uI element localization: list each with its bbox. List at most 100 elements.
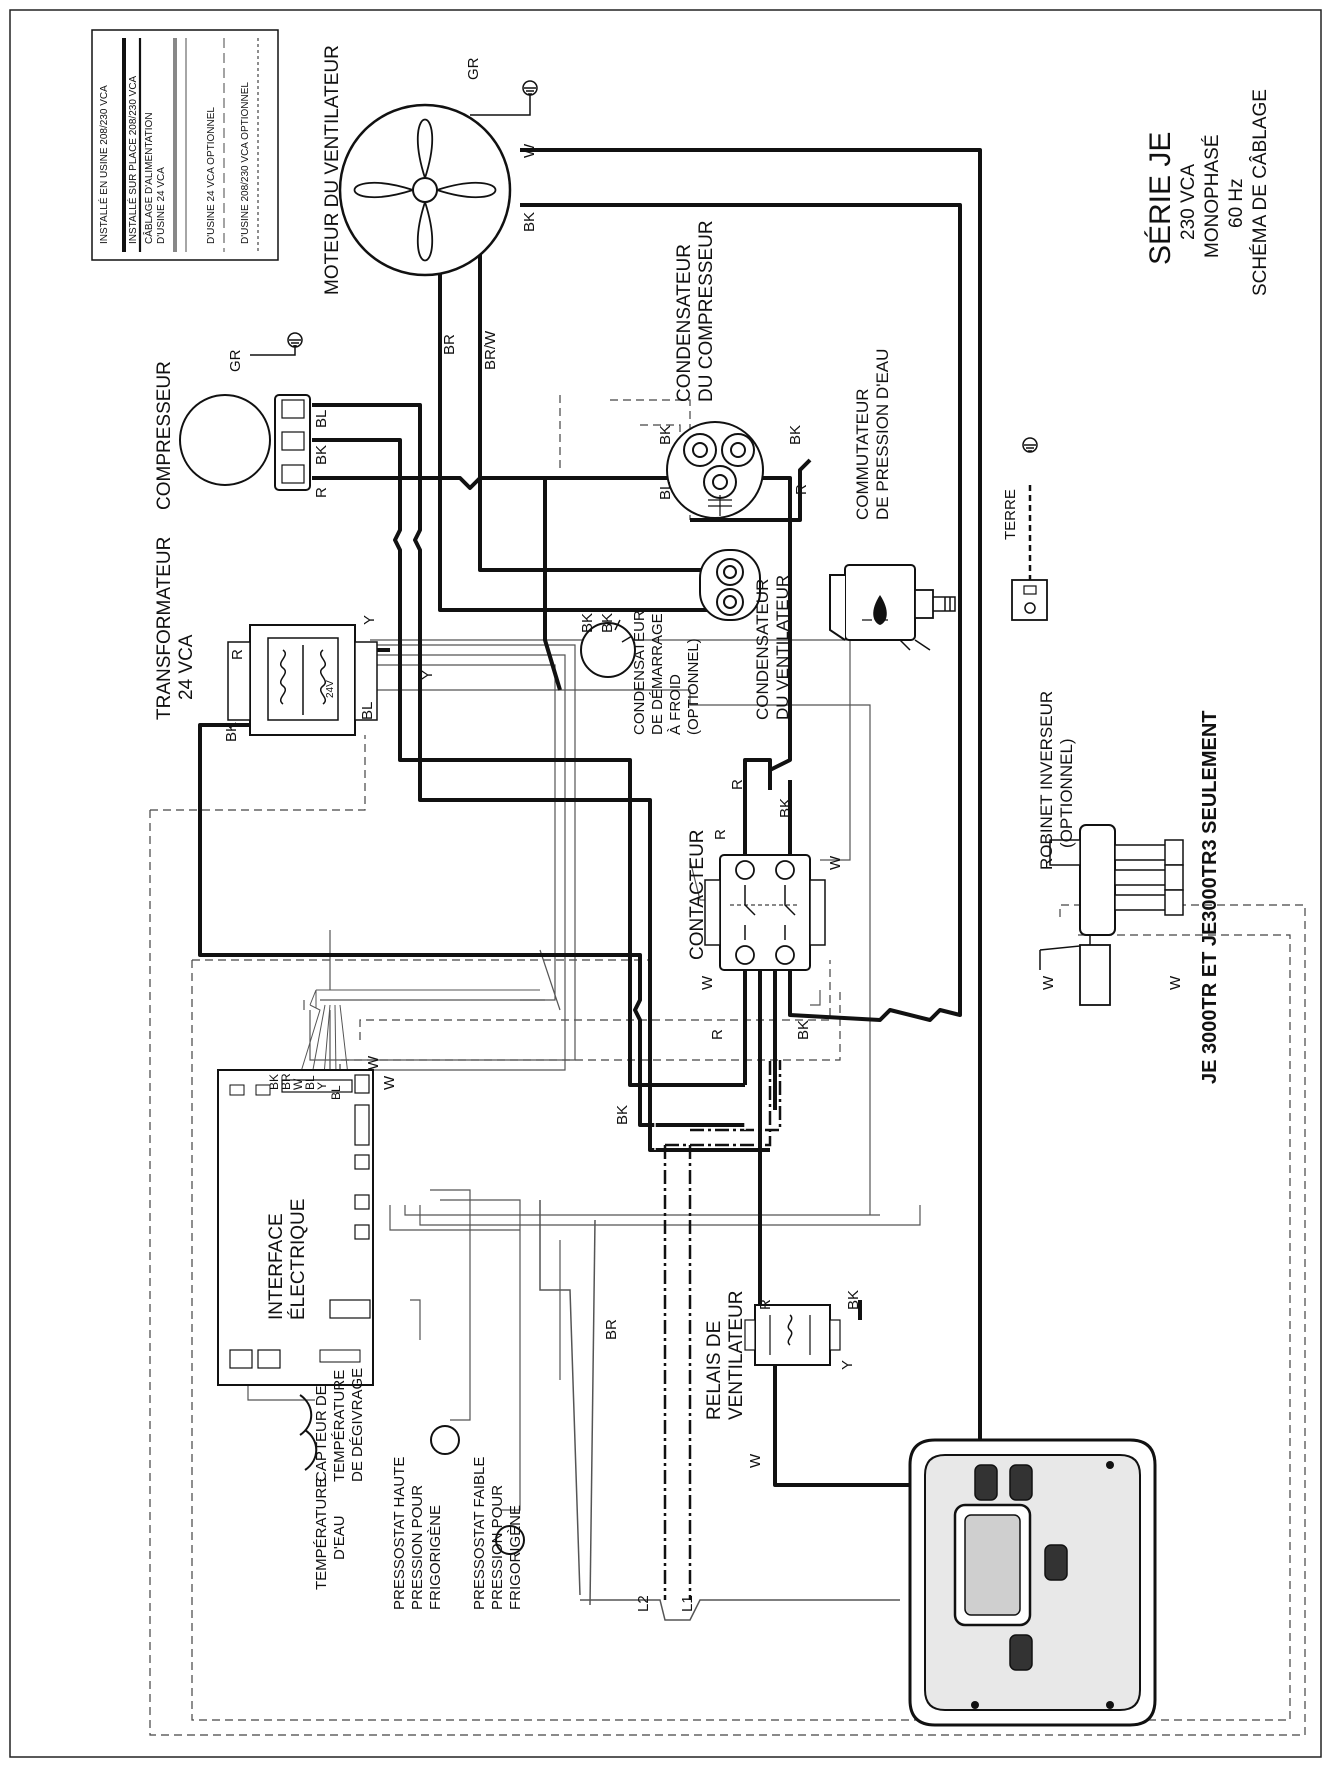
title-frequency: 60 Hz — [1226, 178, 1247, 228]
wire-bl-trans: BL — [359, 702, 376, 720]
wire-l1: L1 — [679, 1595, 696, 1612]
label-lp-switch-1: PRESSOSTAT FAIBLE — [471, 1457, 488, 1610]
fan-motor — [338, 103, 512, 277]
wire-bk-contactor: BK — [777, 798, 794, 818]
title-block: SÉRIE JE 230 VCA MONOPHASÉ 60 Hz SCHÉMA … — [1144, 89, 1271, 296]
legend-optional-24: D'USINE 24 VCA OPTIONNEL — [206, 107, 217, 244]
wire-w-valve: W — [1040, 975, 1057, 990]
label-defrost-1: CAPTEUR DE — [313, 1385, 330, 1482]
transformer-24v-mark: 24V — [325, 680, 336, 698]
interface-harness — [299, 989, 540, 1076]
wire-l2: L2 — [635, 1595, 652, 1612]
wire-gr-fan: GR — [465, 57, 482, 80]
water-pressure-switch — [829, 564, 956, 651]
wire-br-fan: BR — [441, 334, 458, 355]
wire-w-board-2: W — [381, 1075, 398, 1090]
wire-bk-cold-2: BK — [599, 613, 616, 633]
title-voltage: 230 VCA — [1178, 164, 1199, 240]
label-lp-switch-3: FRIGORIGÈNE — [507, 1505, 524, 1610]
wire-y-mid: Y — [419, 670, 436, 680]
wire-labels: GR W BK BR BR/W GR BL BK R BK BL BK R BK… — [223, 57, 1184, 1612]
legend-box: INSTALLÉ EN USINE 208/230 VCA INSTALLÉ S… — [91, 29, 279, 261]
ground-symbols — [250, 80, 1038, 580]
wire-bk-comp: BK — [313, 445, 330, 465]
page-border — [9, 9, 1322, 1758]
label-comp-capacitor-1: CONDENSATEUR — [674, 244, 695, 402]
cold-start-capacitor — [580, 619, 636, 678]
wire-bk-board: BK — [267, 1074, 281, 1090]
double-wire-highlights — [654, 1090, 746, 1150]
label-cold-start-2: DE DÉMARRAGE — [649, 613, 666, 735]
label-reversing-valve-1: ROBINET INVERSEUR — [1037, 691, 1056, 870]
label-cold-start-3: À FROID — [667, 674, 684, 735]
wire-y-trans: Y — [361, 615, 378, 625]
label-water-temp-2: D'EAU — [331, 1515, 348, 1560]
label-hp-switch-1: PRESSOSTAT HAUTE — [391, 1457, 408, 1610]
legend-supply-2: D'USINE 24 VCA — [156, 167, 167, 244]
sensors — [299, 1394, 525, 1555]
wire-r-comp: R — [313, 487, 330, 498]
wire-w-valve-2: W — [1167, 975, 1184, 990]
wire-w-relay: W — [747, 1453, 764, 1468]
fan-capacitor — [699, 549, 761, 621]
wire-brw-fan: BR/W — [482, 330, 499, 370]
title-series: SÉRIE JE — [1144, 132, 1177, 265]
transformer: 24V — [227, 624, 378, 736]
label-comp-capacitor-2: DU COMPRESSEUR — [696, 220, 717, 402]
wire-r-contactor-3: R — [709, 1029, 726, 1040]
wire-bk-contactor-2: BK — [795, 1020, 812, 1040]
control-panel — [908, 1438, 1157, 1727]
wire-bl-board: BL — [303, 1075, 317, 1090]
wire-r-trans: R — [229, 649, 246, 660]
legend-supply-1: CÂBLAGE D'ALIMENTATION — [142, 112, 155, 244]
wire-w-board-3: W — [291, 1078, 305, 1090]
ground-lug — [1011, 579, 1048, 621]
wire-bk-relay: BK — [845, 1290, 862, 1310]
wire-y-board: Y — [315, 1082, 329, 1090]
label-cold-start-4: (OPTIONNEL) — [685, 638, 702, 735]
wire-bk-cold-1: BK — [579, 613, 596, 633]
reversing-valve — [1039, 824, 1184, 1006]
wire-br-mid: BR — [603, 1319, 620, 1340]
label-compressor: COMPRESSEUR — [154, 361, 175, 510]
label-water-switch-1: COMMUTATEUR — [853, 388, 872, 520]
wire-bl-comp: BL — [313, 410, 330, 428]
label-interface-2: ÉLECTRIQUE — [288, 1199, 309, 1320]
title-diagram-name: SCHÉMA DE CÂBLAGE — [1249, 89, 1271, 296]
label-hp-switch-2: PRESSION POUR — [409, 1485, 426, 1610]
contactor — [704, 854, 826, 971]
supply-l1-l2 — [663, 1060, 782, 1600]
wire-bl-board-2: BL — [329, 1085, 343, 1100]
label-defrost-3: DE DÉGIVRAGE — [349, 1368, 366, 1482]
wire-bk-fan: BK — [521, 212, 538, 232]
wire-bk-trans: BK — [223, 722, 240, 742]
wire-w-board: W — [365, 1055, 382, 1070]
label-contactor: CONTACTEUR — [687, 829, 708, 960]
wire-bk-mid: BK — [614, 1105, 631, 1125]
label-transformer-2: 24 VCA — [176, 634, 197, 700]
wire-w-contactor-2: W — [699, 975, 716, 990]
wire-br-board: BR — [279, 1073, 293, 1090]
wire-r-contactor-2: R — [712, 829, 729, 840]
wire-bk-cap: BK — [657, 425, 674, 445]
label-reversing-valve-2: (OPTIONNEL) — [1057, 738, 1076, 848]
label-fan-relay-1: RELAIS DE — [704, 1321, 725, 1420]
wire-r-cap: R — [793, 484, 810, 495]
title-phase: MONOPHASÉ — [1202, 134, 1223, 258]
label-fan-capacitor-1: CONDENSATEUR — [753, 579, 772, 720]
wire-gr-comp: GR — [227, 349, 244, 372]
legend-factory: INSTALLÉ EN USINE 208/230 VCA — [97, 85, 110, 244]
wire-y-relay: Y — [839, 1360, 856, 1370]
label-ground: TERRE — [1002, 489, 1019, 540]
label-lp-switch-2: PRESSION POUR — [489, 1485, 506, 1610]
label-hp-switch-3: FRIGORIGÈNE — [427, 1505, 444, 1610]
legend-optional-208: D'USINE 208/230 VCA OPTIONNEL — [240, 82, 251, 244]
compressor-capacitor — [666, 421, 764, 519]
line-voltage-wiring — [198, 148, 982, 1487]
footnote-models: JE 3000TR ET JE3000TR3 SEULEMENT — [1199, 711, 1221, 1084]
label-water-switch-2: DE PRESSION D'EAU — [873, 349, 892, 520]
compressor — [179, 394, 311, 491]
wire-bl-cap: BL — [657, 482, 674, 500]
